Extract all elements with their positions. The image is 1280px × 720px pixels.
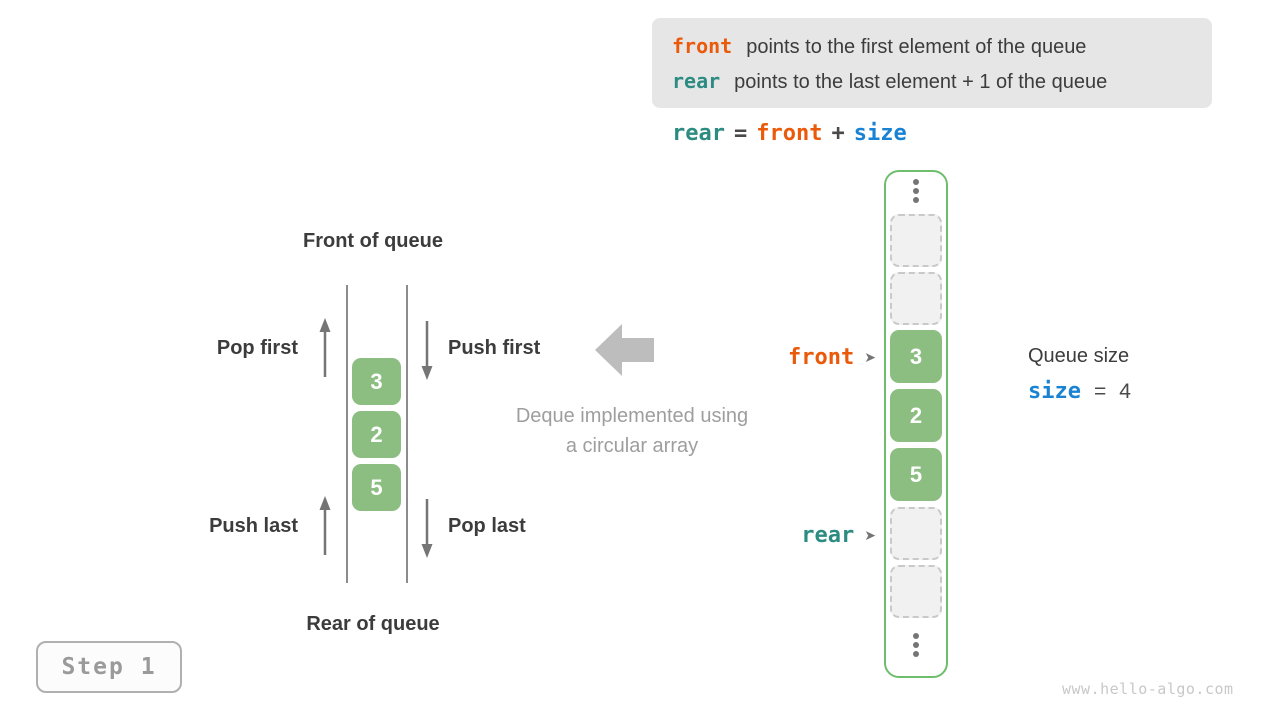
queue-size-title: Queue size (1028, 345, 1130, 367)
legend-line-front: front points to the first element of the … (672, 29, 1192, 64)
legend-front-text: points to the first element of the queue (746, 36, 1087, 58)
arrow-down-icon (421, 321, 433, 380)
push-first-label: Push first (448, 337, 541, 359)
deque-cell: 3 (352, 358, 401, 405)
array-cell: 3 (890, 330, 942, 383)
caption-line-1: Deque implemented using (515, 405, 749, 427)
array-cell: 2 (890, 389, 942, 442)
step-badge: Step 1 (36, 641, 182, 693)
pointer-arrow-icon: ➤ (864, 349, 876, 365)
rear-keyword: rear (672, 69, 721, 93)
array-cell-empty (890, 565, 942, 618)
front-of-queue-label: Front of queue (303, 230, 443, 252)
array-cell-empty (890, 214, 942, 267)
formula-size: size (853, 121, 907, 146)
channel-left-line (346, 285, 348, 583)
front-pointer: front ➤ (690, 342, 876, 372)
big-left-arrow-icon (595, 324, 654, 376)
rear-of-queue-label: Rear of queue (306, 613, 440, 635)
size-var: size (1028, 379, 1081, 404)
array-cell-empty (890, 272, 942, 325)
formula-plus: + (831, 121, 845, 146)
pop-first-label: Pop first (216, 337, 298, 359)
queue-size-value: size = 4 (1028, 379, 1131, 404)
array-cell-empty (890, 507, 942, 560)
size-value: 4 (1119, 380, 1131, 403)
formula-front: front (756, 121, 823, 146)
front-keyword: front (672, 34, 733, 58)
push-last-label: Push last (209, 515, 298, 537)
rear-pointer: rear ➤ (690, 520, 876, 550)
caption-line-2: a circular array (565, 435, 699, 457)
arrow-up-icon (319, 496, 331, 555)
formula-equals: = (733, 121, 748, 146)
rear-pointer-label: rear (801, 522, 855, 548)
formula: rear = front + size (672, 121, 907, 146)
pop-last-label: Pop last (448, 515, 526, 537)
ellipsis-bottom-icon (913, 633, 919, 657)
legend-rear-text: points to the last element + 1 of the qu… (734, 71, 1108, 93)
watermark: www.hello-algo.com (1062, 680, 1234, 698)
formula-rear: rear (672, 121, 725, 146)
front-pointer-label: front (788, 344, 855, 370)
arrow-up-icon (319, 318, 331, 377)
channel-right-line (406, 285, 408, 583)
deque-cell: 5 (352, 464, 401, 511)
arrow-down-icon (421, 499, 433, 558)
legend-box: front points to the first element of the … (652, 18, 1212, 108)
ellipsis-top-icon (913, 179, 919, 203)
deque-cell: 2 (352, 411, 401, 458)
caption: Deque implemented using a circular array (482, 401, 782, 461)
array-cell: 5 (890, 448, 942, 501)
size-equals: = (1093, 380, 1107, 403)
legend-line-rear: rear points to the last element + 1 of th… (672, 64, 1192, 99)
pointer-arrow-icon: ➤ (864, 527, 876, 543)
